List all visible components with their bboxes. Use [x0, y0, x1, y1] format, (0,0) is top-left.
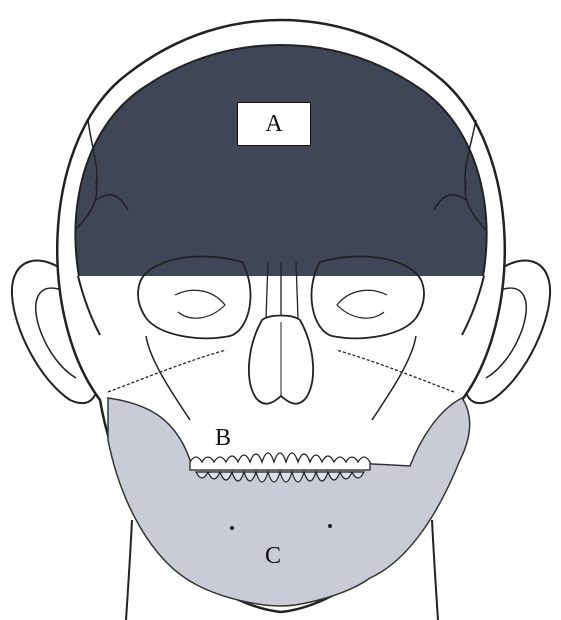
neck-left-line [126, 520, 132, 620]
right-mental-foramen [328, 524, 332, 528]
label-b: B [215, 426, 231, 450]
label-a-box: A [237, 102, 311, 146]
label-a: A [265, 111, 282, 138]
label-c: C [265, 544, 281, 568]
left-mental-foramen [230, 526, 234, 530]
neck-right-line [432, 520, 438, 620]
